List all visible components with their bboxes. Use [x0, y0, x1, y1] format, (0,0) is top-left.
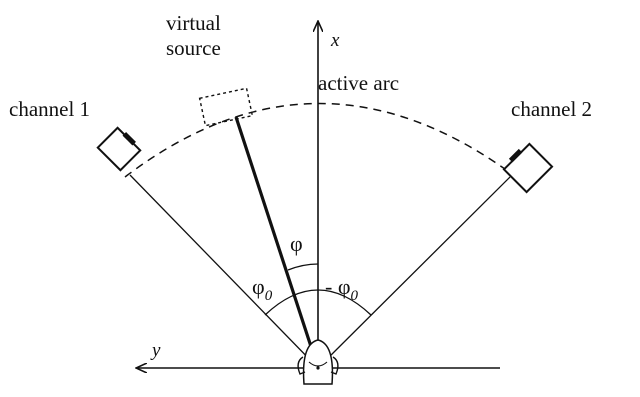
phi-label: φ [290, 231, 303, 256]
virtual-source-label-line2: source [166, 36, 221, 60]
virtual-source-line [234, 116, 320, 369]
channel-2-speaker-icon [502, 142, 554, 194]
channel-2-line [317, 176, 511, 369]
y-axis-label: y [150, 340, 161, 361]
phi0-angle-arc [264, 289, 372, 316]
phi0-label: φ0 [252, 274, 273, 304]
channel-1-label: channel 1 [9, 97, 90, 121]
neg-phi0-label: - φ0 [325, 274, 359, 304]
virtual-source-icon [198, 87, 254, 127]
phi-angle-arc [287, 263, 319, 271]
active-arc [124, 102, 517, 178]
virtual-source-label-line1: virtual [166, 11, 221, 35]
channel-1-line [129, 174, 319, 369]
channel-1-speaker-icon [96, 126, 142, 172]
channel-2-label: channel 2 [511, 97, 592, 121]
x-axis-label: x [330, 30, 340, 51]
listener-head-icon [297, 339, 339, 385]
active-arc-label: active arc [318, 71, 399, 95]
